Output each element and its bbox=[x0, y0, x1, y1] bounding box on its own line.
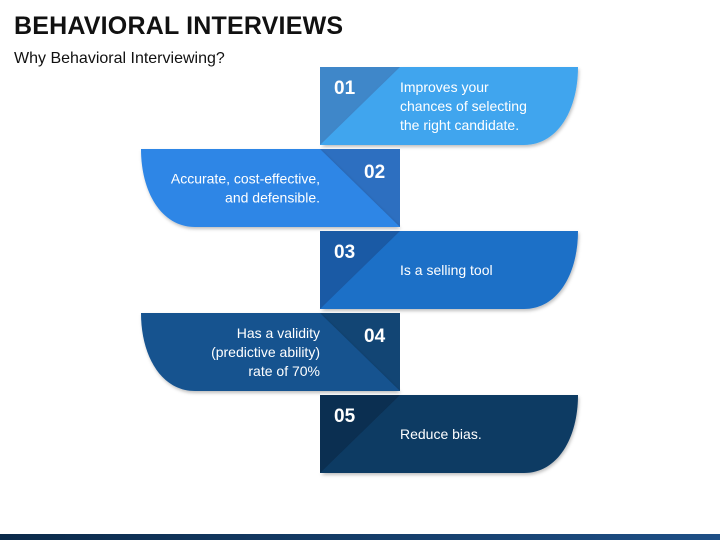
step-band bbox=[320, 231, 578, 309]
step-number: 04 bbox=[364, 326, 386, 347]
step-band bbox=[141, 313, 400, 391]
step-number: 05 bbox=[334, 406, 356, 427]
step-01: 01 Improves your chances of selecting the r… bbox=[320, 67, 578, 145]
step-03: 03 Is a selling tool bbox=[320, 231, 578, 309]
step-text-line: (predictive ability) bbox=[211, 344, 320, 360]
step-text-line: and defensible. bbox=[225, 190, 320, 206]
step-band bbox=[320, 67, 578, 145]
step-text-line: Has a validity bbox=[237, 325, 320, 341]
step-02: 02 Accurate, cost-effective, and defensibl… bbox=[141, 149, 400, 227]
step-04: 04 Has a validity (predictive ability) rate… bbox=[141, 313, 400, 391]
footer-bar bbox=[0, 534, 720, 540]
step-number: 03 bbox=[334, 242, 355, 263]
step-text-line: Improves your bbox=[400, 79, 489, 95]
step-text-line: Reduce bias. bbox=[400, 426, 482, 442]
step-band bbox=[141, 149, 400, 227]
step-band bbox=[320, 395, 578, 473]
step-number: 01 bbox=[334, 78, 356, 99]
step-text-line: rate of 70% bbox=[248, 363, 320, 379]
page-title: BEHAVIORAL INTERVIEWS bbox=[14, 12, 344, 40]
step-text-line: chances of selecting bbox=[400, 98, 527, 114]
step-number: 02 bbox=[364, 162, 385, 183]
page-subtitle: Why Behavioral Interviewing? bbox=[14, 50, 225, 67]
step-text-line: the right candidate. bbox=[400, 117, 519, 133]
step-text-line: Accurate, cost-effective, bbox=[171, 171, 320, 187]
step-text-line: Is a selling tool bbox=[400, 262, 493, 278]
